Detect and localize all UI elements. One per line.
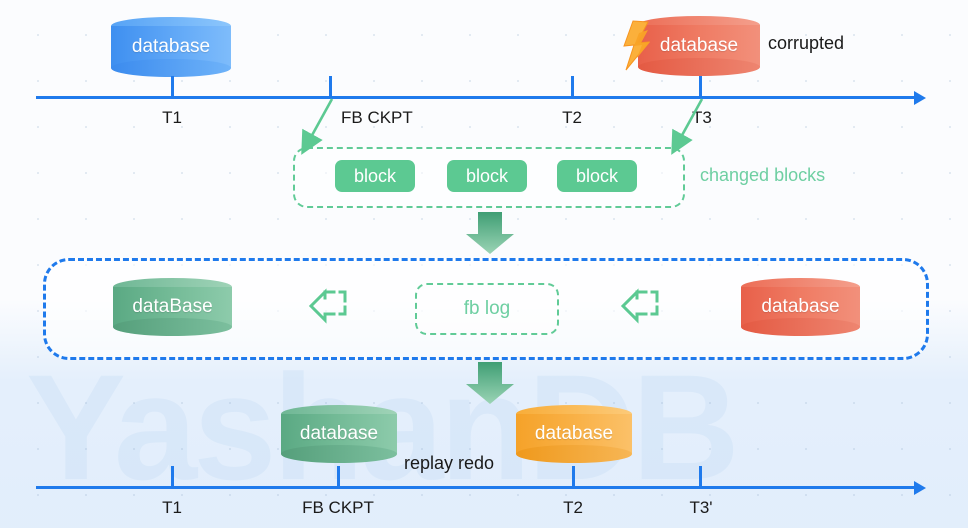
database-cylinder-recovered: database <box>516 405 632 463</box>
cylinder-label: database <box>534 423 614 444</box>
block-item: block <box>335 160 415 192</box>
changed-blocks-caption: changed blocks <box>700 165 826 185</box>
block-label: block <box>465 165 509 186</box>
corrupted-note: corrupted <box>768 33 845 53</box>
timeline-bottom-tick <box>336 466 340 487</box>
block-label: block <box>353 165 397 186</box>
timeline-bottom-tick-label: T3' <box>689 498 713 517</box>
timeline-top-tick <box>170 76 174 97</box>
cylinder-label: dataBase <box>132 296 213 317</box>
database-cylinder-corrupted: database <box>638 16 760 76</box>
timeline-bottom-tick-label: T2 <box>563 498 583 517</box>
timeline-bottom-tick <box>698 466 702 487</box>
cylinder-label: database <box>761 296 840 317</box>
cylinder-bottom-face <box>638 58 760 76</box>
timeline-top-tick-label: T1 <box>162 108 182 127</box>
timeline-top-arrowhead <box>914 90 926 105</box>
cylinder-bottom-face <box>281 445 397 463</box>
block-label: block <box>575 165 619 186</box>
timeline-top-tick <box>698 76 702 97</box>
cylinder-label: database <box>299 423 379 444</box>
database-cylinder-corrupted-source: database <box>741 278 860 336</box>
fb-log-box: fb log <box>415 283 559 335</box>
timeline-bottom-tick <box>170 466 174 487</box>
block-item: block <box>557 160 637 192</box>
cylinder-label: database <box>659 35 739 56</box>
flow-arrow-down-1 <box>466 212 514 254</box>
timeline-bottom-tick-label: FB CKPT <box>302 498 374 517</box>
replay-redo-note: replay redo <box>404 453 495 473</box>
timeline-top-tick-label: T3 <box>692 108 712 127</box>
timeline-bottom-arrowhead <box>914 480 926 495</box>
timeline-top-tick-label: T2 <box>562 108 582 127</box>
database-cylinder-healthy: database <box>111 17 231 77</box>
timeline-top-axis <box>36 96 916 99</box>
block-item: block <box>447 160 527 192</box>
fb-log-label: fb log <box>463 298 511 319</box>
cylinder-label: database <box>131 36 211 57</box>
connector-fbckpt-to-blocks <box>301 98 334 155</box>
timeline-top-tick <box>570 76 574 97</box>
flow-arrow-down-2 <box>466 362 514 404</box>
timeline-top-tick <box>328 76 332 97</box>
timeline-bottom-tick <box>571 466 575 487</box>
cylinder-bottom-face <box>111 59 231 77</box>
timeline-top-tick-label: FB CKPT <box>341 108 413 127</box>
timeline-bottom-axis <box>36 486 916 489</box>
cylinder-bottom-face <box>516 445 632 463</box>
cylinder-bottom-face <box>741 318 860 336</box>
cylinder-bottom-face <box>113 318 232 336</box>
database-cylinder-checkpoint: database <box>281 405 397 463</box>
timeline-bottom-tick-label: T1 <box>162 498 182 517</box>
database-cylinder-flashback-base: dataBase <box>113 278 232 336</box>
